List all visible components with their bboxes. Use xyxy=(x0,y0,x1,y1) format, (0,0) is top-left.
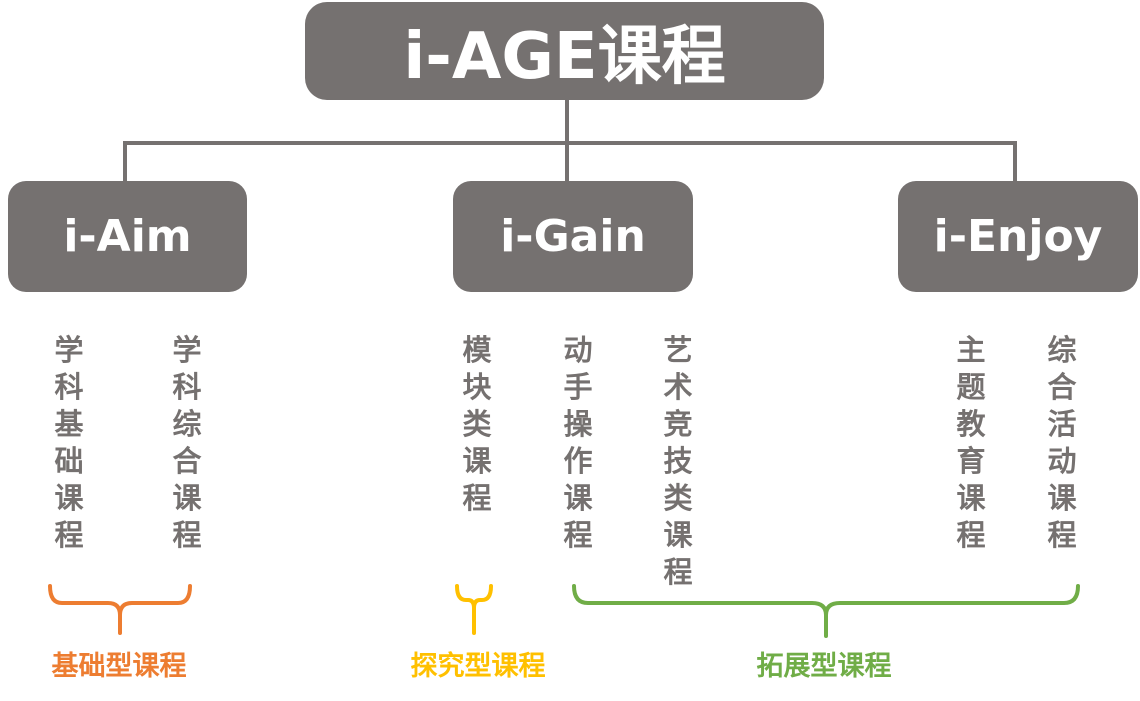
group-label-explore: 探究型课程 xyxy=(410,651,546,682)
course-char: 课 xyxy=(563,481,593,515)
course-char: 基 xyxy=(54,407,84,441)
course-column: 学科基础课程 xyxy=(49,332,89,554)
course-column: 综合活动课程 xyxy=(1042,332,1082,554)
course-char: 技 xyxy=(663,444,693,478)
branch-label-aim: i-Aim xyxy=(63,211,192,262)
course-column: 模块类课程 xyxy=(457,332,497,517)
course-column: 艺术竞技类课程 xyxy=(658,332,698,591)
course-char: 主 xyxy=(956,333,986,367)
group-label-expand: 拓展型课程 xyxy=(756,651,892,682)
bracket-expand xyxy=(572,584,1080,638)
course-char: 课 xyxy=(663,518,693,552)
course-char: 程 xyxy=(663,555,693,589)
branch-label-enjoy: i-Enjoy xyxy=(933,211,1103,262)
course-char: 程 xyxy=(1047,518,1077,552)
course-char: 块 xyxy=(462,370,492,404)
branch-label-gain: i-Gain xyxy=(500,211,646,262)
course-char: 艺 xyxy=(663,333,693,367)
course-char: 动 xyxy=(563,333,593,367)
course-char: 竞 xyxy=(663,407,693,441)
bracket-explore xyxy=(455,584,493,635)
course-char: 教 xyxy=(956,407,986,441)
course-char: 类 xyxy=(462,407,492,441)
group-label-basic: 基础型课程 xyxy=(51,651,187,682)
course-char: 程 xyxy=(563,518,593,552)
course-char: 课 xyxy=(1047,481,1077,515)
course-char: 课 xyxy=(172,481,202,515)
course-char: 类 xyxy=(663,481,693,515)
course-char: 动 xyxy=(1047,444,1077,478)
course-char: 程 xyxy=(54,518,84,552)
course-char: 础 xyxy=(54,444,84,478)
root-box: i-AGE课程 xyxy=(305,2,824,100)
course-char: 程 xyxy=(956,518,986,552)
bracket-basic xyxy=(48,584,192,635)
branch-box-gain: i-Gain xyxy=(453,181,693,292)
course-char: 活 xyxy=(1047,407,1077,441)
course-char: 作 xyxy=(563,444,593,478)
course-column: 动手操作课程 xyxy=(558,332,598,554)
course-char: 手 xyxy=(563,370,593,404)
branch-box-aim: i-Aim xyxy=(8,181,247,292)
course-char: 操 xyxy=(563,407,593,441)
course-char: 术 xyxy=(663,370,693,404)
course-char: 模 xyxy=(462,333,492,367)
branch-box-enjoy: i-Enjoy xyxy=(898,181,1138,292)
course-char: 学 xyxy=(172,333,202,367)
course-char: 课 xyxy=(54,481,84,515)
root-title: i-AGE课程 xyxy=(403,20,726,94)
course-char: 课 xyxy=(956,481,986,515)
course-char: 学 xyxy=(54,333,84,367)
course-column: 学科综合课程 xyxy=(167,332,207,554)
course-char: 合 xyxy=(1047,370,1077,404)
course-char: 科 xyxy=(54,370,84,404)
course-char: 综 xyxy=(1047,333,1077,367)
course-char: 综 xyxy=(172,407,202,441)
course-char: 科 xyxy=(172,370,202,404)
course-char: 合 xyxy=(172,444,202,478)
course-char: 课 xyxy=(462,444,492,478)
course-char: 题 xyxy=(956,370,986,404)
course-char: 程 xyxy=(172,518,202,552)
course-char: 育 xyxy=(956,444,986,478)
course-char: 程 xyxy=(462,481,492,515)
course-column: 主题教育课程 xyxy=(951,332,991,554)
